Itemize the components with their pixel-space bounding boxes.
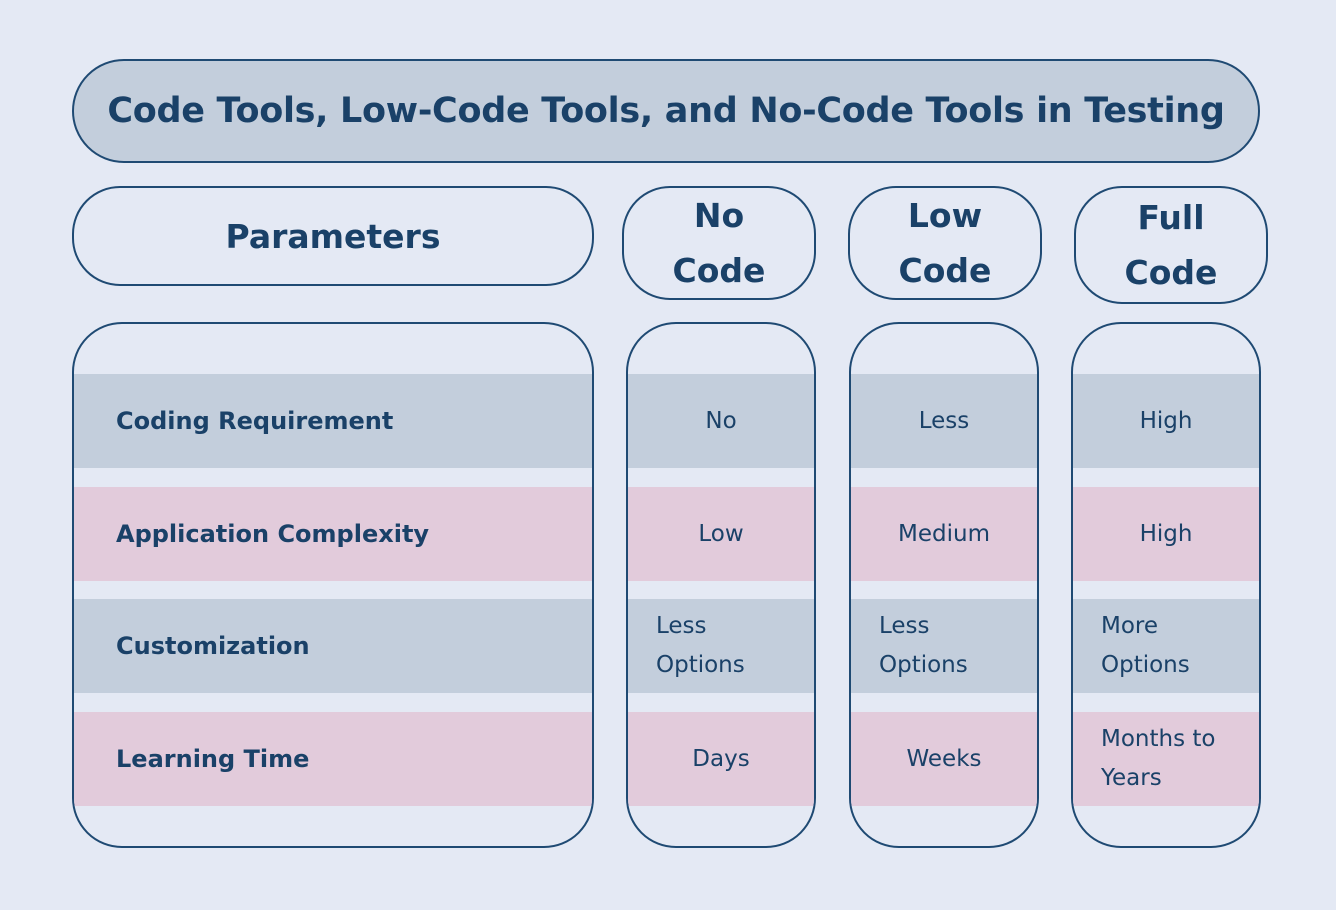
no-code-cell: Less Options [628,599,814,693]
no-code-column: No Low Less Options Days [626,322,816,848]
low-code-cell: Less Options [851,599,1037,693]
cell-value: High [1139,407,1193,434]
parameter-cell: Learning Time [74,712,592,806]
cell-value: Months to Years [1101,726,1216,791]
diagram-title: Code Tools, Low-Code Tools, and No-Code … [72,59,1260,163]
header-low-code: Low Code [848,186,1042,300]
full-code-cell: High [1073,374,1259,468]
low-code-cell: Weeks [851,712,1037,806]
parameter-cell: Application Complexity [74,487,592,581]
full-code-cell: Months to Years [1073,712,1259,806]
cell-value: Weeks [906,745,982,772]
parameters-column: Coding Requirement Application Complexit… [72,322,594,848]
full-code-cell: More Options [1073,599,1259,693]
cell-value: High [1139,520,1193,547]
header-no-code: No Code [622,186,816,300]
full-code-column: High High More Options Months to Years [1071,322,1261,848]
parameter-cell: Coding Requirement [74,374,592,468]
header-full-code: Full Code [1074,186,1268,304]
low-code-cell: Less [851,374,1037,468]
cell-value: Days [692,745,750,772]
cell-value: Less Options [879,613,968,678]
no-code-cell: Days [628,712,814,806]
cell-value: Low [698,520,744,547]
full-code-cell: High [1073,487,1259,581]
cell-value: Less [918,407,970,434]
cell-value: No [705,407,737,434]
cell-value: Less Options [656,613,745,678]
no-code-cell: No [628,374,814,468]
no-code-cell: Low [628,487,814,581]
low-code-cell: Medium [851,487,1037,581]
header-parameters: Parameters [72,186,594,286]
low-code-column: Less Medium Less Options Weeks [849,322,1039,848]
cell-value: Medium [898,520,990,547]
cell-value: More Options [1101,613,1190,678]
parameter-cell: Customization [74,599,592,693]
